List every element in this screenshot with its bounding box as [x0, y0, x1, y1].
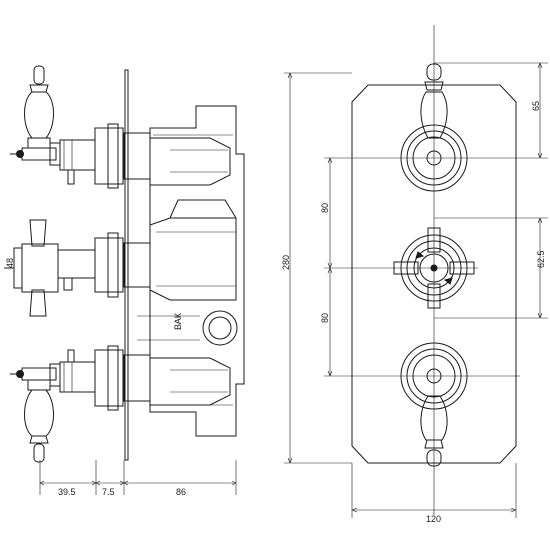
depth-2-label: 7.5 — [102, 487, 115, 497]
upper-valve-body — [59, 123, 231, 189]
inlet-mark-label: 48 — [5, 258, 15, 268]
reference-lines — [284, 62, 548, 464]
depth-3-label: 86 — [176, 487, 186, 497]
overall-width-label: 120 — [426, 514, 441, 524]
spacing-upper-label: 80 — [320, 203, 330, 213]
dim-top-65: 65 — [520, 62, 548, 159]
overall-height-label: 280 — [281, 255, 291, 270]
lower-lever-handle — [10, 363, 61, 463]
depth-1-label: 39.5 — [58, 487, 76, 497]
middle-valve-body — [57, 199, 237, 301]
dim-center-handle: 62.5 — [536, 217, 546, 319]
top-to-handle-label: 65 — [531, 101, 541, 111]
flow-mark-label: ВАК — [173, 312, 183, 330]
middle-cross-handle: 48 — [4, 219, 59, 317]
center-handle-width-label: 62.5 — [536, 250, 546, 268]
lower-valve-body — [59, 345, 231, 411]
faceplate — [351, 84, 517, 464]
outlet-fitting: ВАК — [137, 310, 238, 346]
dim-overall-width: 120 — [351, 463, 517, 524]
side-view: ВАК 48 — [4, 65, 245, 497]
upper-lever-handle — [10, 65, 61, 166]
dim-spacing: 80 80 — [320, 157, 333, 377]
spacing-lower-label: 80 — [320, 313, 330, 323]
dim-overall-height: 280 — [281, 72, 293, 464]
side-dimensions: 39.5 7.5 86 — [39, 460, 237, 497]
front-view: 280 80 80 65 62.5 120 — [281, 25, 548, 524]
